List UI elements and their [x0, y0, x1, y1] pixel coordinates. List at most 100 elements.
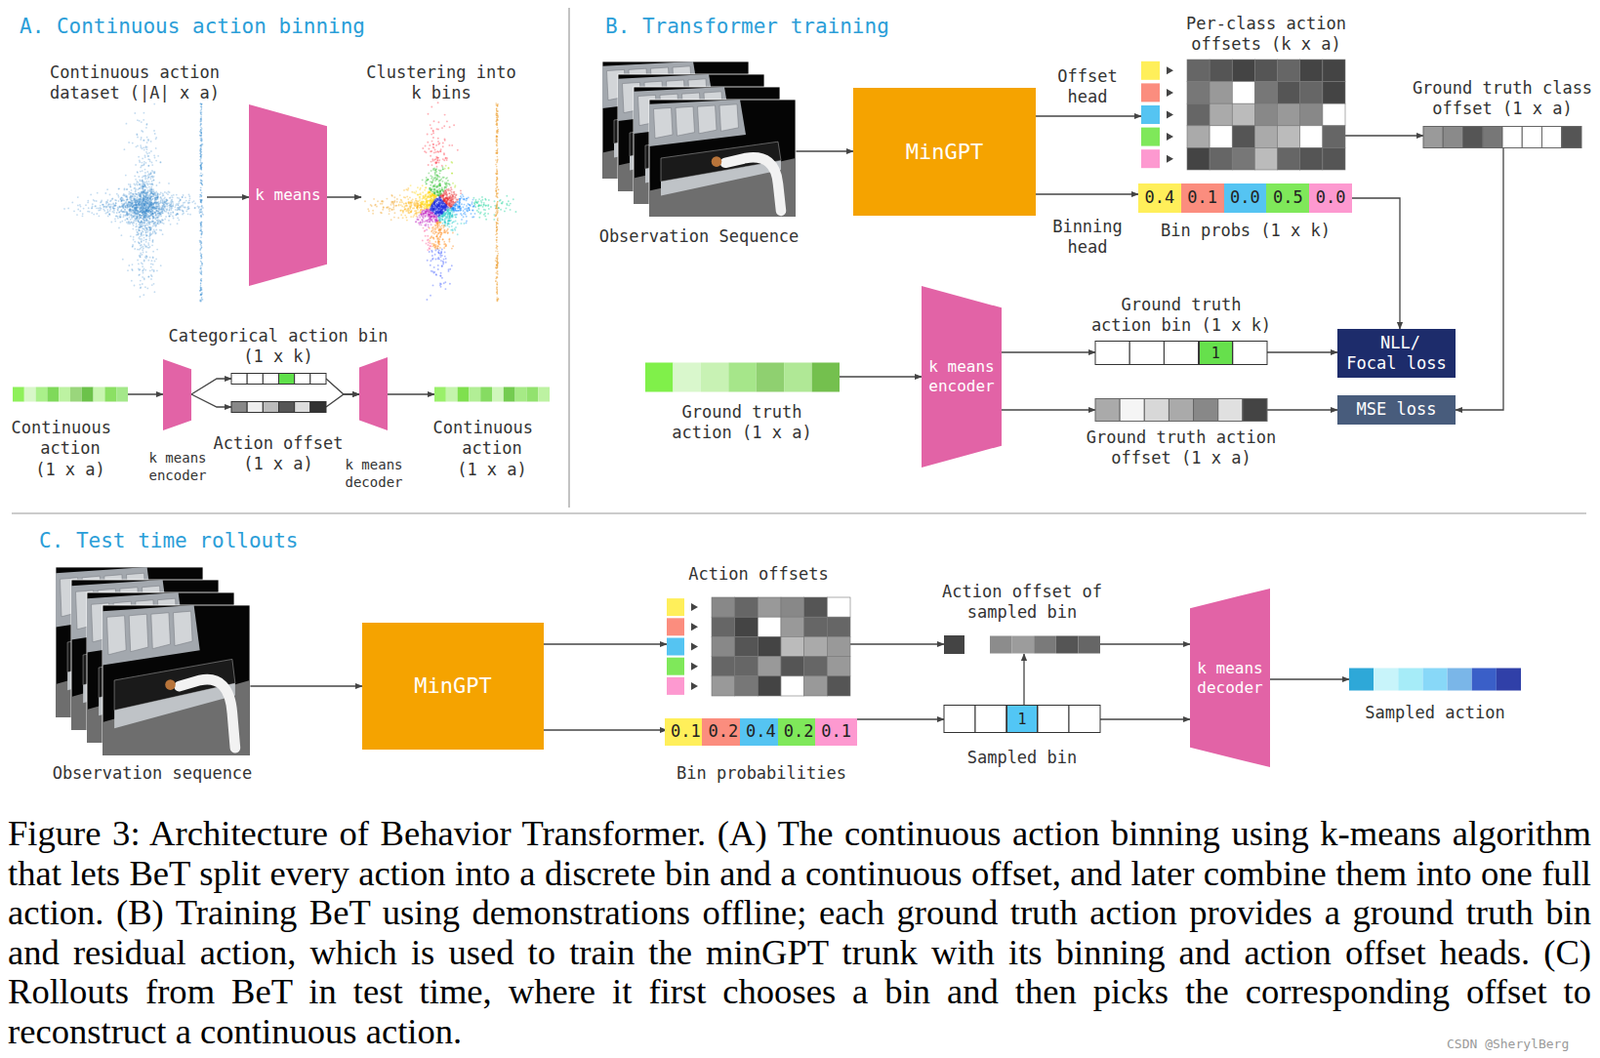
scatter-dot: [161, 207, 164, 210]
scatter-dot: [100, 201, 103, 204]
scatter-dot: [148, 222, 151, 225]
scatter-dot: [129, 205, 132, 208]
scatter-dot: [152, 215, 155, 218]
scatter-dot: [151, 164, 154, 166]
scatter-dot: [150, 177, 153, 180]
scatter-dot: [133, 193, 136, 196]
scatter-dot: [152, 214, 155, 217]
scatter-dot: [113, 209, 116, 212]
scatter-dot: [140, 221, 143, 224]
arrow-connector: [191, 394, 232, 408]
scatter-dot: [130, 221, 133, 224]
scatter-dot: [201, 291, 204, 294]
scatter-dot: [134, 209, 137, 212]
scatter-dot: [131, 222, 134, 225]
scatter-dot: [176, 216, 179, 219]
scatter-dot: [200, 289, 203, 292]
scatter-dot: [112, 204, 115, 206]
scatter-dot: [185, 200, 188, 203]
scatter-dot: [129, 221, 132, 224]
scatter-dot: [120, 209, 123, 212]
scatter-dot: [179, 199, 182, 202]
arrow-connector: [1100, 718, 1190, 720]
scatter-dot: [147, 220, 150, 223]
scatter-dot: [160, 210, 163, 213]
scatter-dot: [153, 172, 156, 175]
scatter-dot: [164, 202, 166, 205]
scatter-dot: [201, 233, 204, 236]
scatter-dot: [109, 200, 112, 203]
scatter-dot: [144, 239, 147, 242]
scatter-dot: [155, 160, 158, 163]
scatter-dot: [150, 140, 153, 143]
scatter-dot: [129, 194, 132, 197]
scatter-dot: [130, 199, 133, 202]
scatter-dot: [148, 204, 151, 206]
scatter-dot: [142, 194, 145, 197]
scatter-dot: [200, 208, 203, 211]
scatter-dot: [154, 260, 157, 263]
scatter-dot: [148, 206, 151, 209]
scatter-dot: [130, 215, 133, 218]
scatter-dot: [147, 184, 150, 187]
scatter-dot: [125, 199, 128, 202]
scatter-dot: [142, 139, 145, 142]
scatter-dot: [127, 201, 130, 204]
scatter-dot: [130, 192, 133, 195]
scatter-dot: [150, 228, 153, 231]
scatter-dot: [125, 204, 128, 206]
scatter-dot: [147, 199, 150, 202]
scatter-dot: [114, 205, 117, 207]
scatter-dot: [108, 203, 111, 206]
scatter-dot: [159, 211, 162, 214]
scatter-dot: [134, 178, 137, 181]
scatter-dot: [133, 285, 136, 288]
scatter-dot: [140, 220, 143, 223]
scatter-dot: [105, 203, 108, 206]
scatter-dot: [137, 217, 140, 220]
scatter-dot: [149, 217, 152, 220]
scatter-dot: [188, 195, 191, 198]
scatter-dot: [200, 167, 203, 170]
scatter-dot: [150, 274, 153, 277]
scatter-dot: [147, 242, 150, 245]
scatter-dot: [86, 202, 89, 205]
scatter-dot: [139, 170, 142, 173]
scatter-dot: [160, 221, 163, 224]
scatter-dot: [102, 205, 105, 208]
scatter-dot: [152, 240, 155, 243]
scatter-dot: [153, 129, 156, 132]
scatter-dot: [180, 205, 183, 208]
arrow-connector: [191, 378, 232, 395]
scatter-dot: [169, 213, 172, 216]
scatter-dot: [127, 193, 130, 196]
scatter-dot: [201, 139, 204, 142]
scatter-dot: [125, 217, 128, 220]
scatter-dot: [200, 151, 203, 154]
scatter-dot: [137, 226, 140, 229]
scatter-dot: [97, 209, 100, 212]
arrow-connector: [1023, 654, 1025, 705]
scatter-dot: [176, 206, 179, 209]
scatter-dot: [149, 197, 152, 200]
scatter-dot: [136, 216, 139, 219]
scatter-dot: [168, 214, 171, 217]
scatter-dot: [200, 288, 203, 291]
scatter-dot: [132, 197, 135, 200]
scatter-dot: [200, 200, 203, 203]
scatter-dot: [141, 276, 144, 279]
scatter-dot: [146, 136, 149, 139]
scatter-dot: [99, 202, 102, 205]
scatter-dot: [141, 162, 144, 165]
scatter-dot: [138, 198, 141, 201]
scatter-dot: [149, 175, 152, 178]
scatter-dot: [122, 206, 124, 209]
arrow-connector: [1455, 148, 1504, 411]
scatter-dot: [76, 213, 79, 216]
scatter-dot: [127, 264, 130, 267]
scatter-dot: [171, 205, 174, 207]
scatter-dot: [164, 210, 167, 213]
scatter-dot: [117, 206, 120, 209]
scatter-dot: [151, 198, 154, 201]
